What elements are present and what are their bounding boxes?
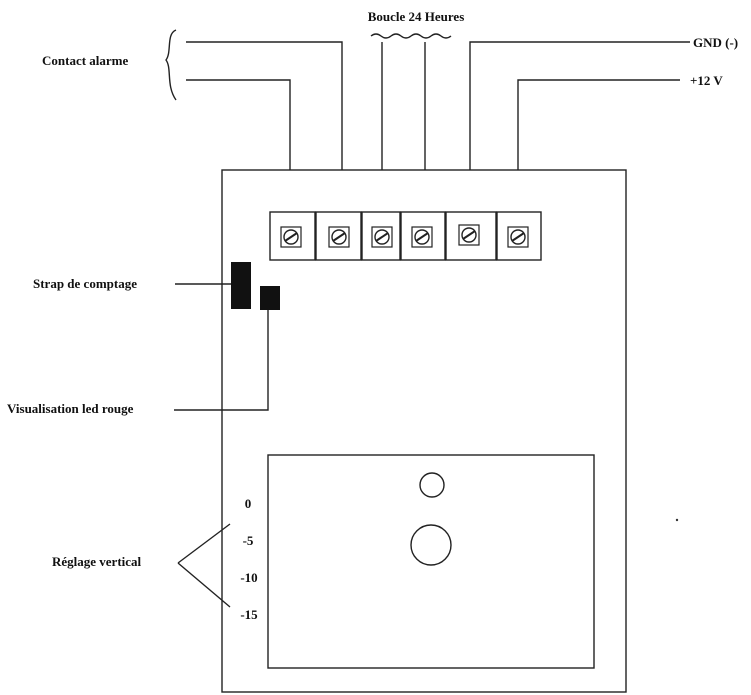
screw-icon [458,224,480,246]
red-led [260,286,280,310]
large-lens-hole [410,524,452,566]
vertical-adjust-leader-down [177,562,231,608]
count-strap-label: Strap de comptage [33,276,137,291]
loop-24h-wavy-bracket [370,33,452,39]
alarm-contact-label: Contact alarme [42,53,129,68]
screw-icon [411,226,433,248]
loop-24h-label: Boucle 24 Heures [368,9,465,24]
red-led-label: Visualisation led rouge [7,401,134,416]
scale-mark-minus5: -5 [243,533,254,548]
terminal-block [269,211,542,261]
scale-mark-minus10: -10 [240,570,257,585]
screw-icon [328,226,350,248]
red-led-leader [174,310,269,411]
scan-speck [675,518,679,522]
vertical-adjust-leader-up [177,523,231,564]
scale-mark-0: 0 [245,496,252,511]
gnd-label: GND (-) [693,35,738,50]
count-strap [231,262,251,309]
vertical-adjust-label: Réglage vertical [52,554,142,569]
screw-icon [280,226,302,248]
wire-alarm-1 [186,41,343,215]
screw-icon [507,226,529,248]
screw-icon [371,226,393,248]
small-lens-hole [419,472,445,498]
plus12v-label: +12 V [690,73,723,88]
alarm-contact-brace [165,29,177,101]
scale-mark-minus15: -15 [240,607,258,622]
wire-gnd [469,41,690,215]
